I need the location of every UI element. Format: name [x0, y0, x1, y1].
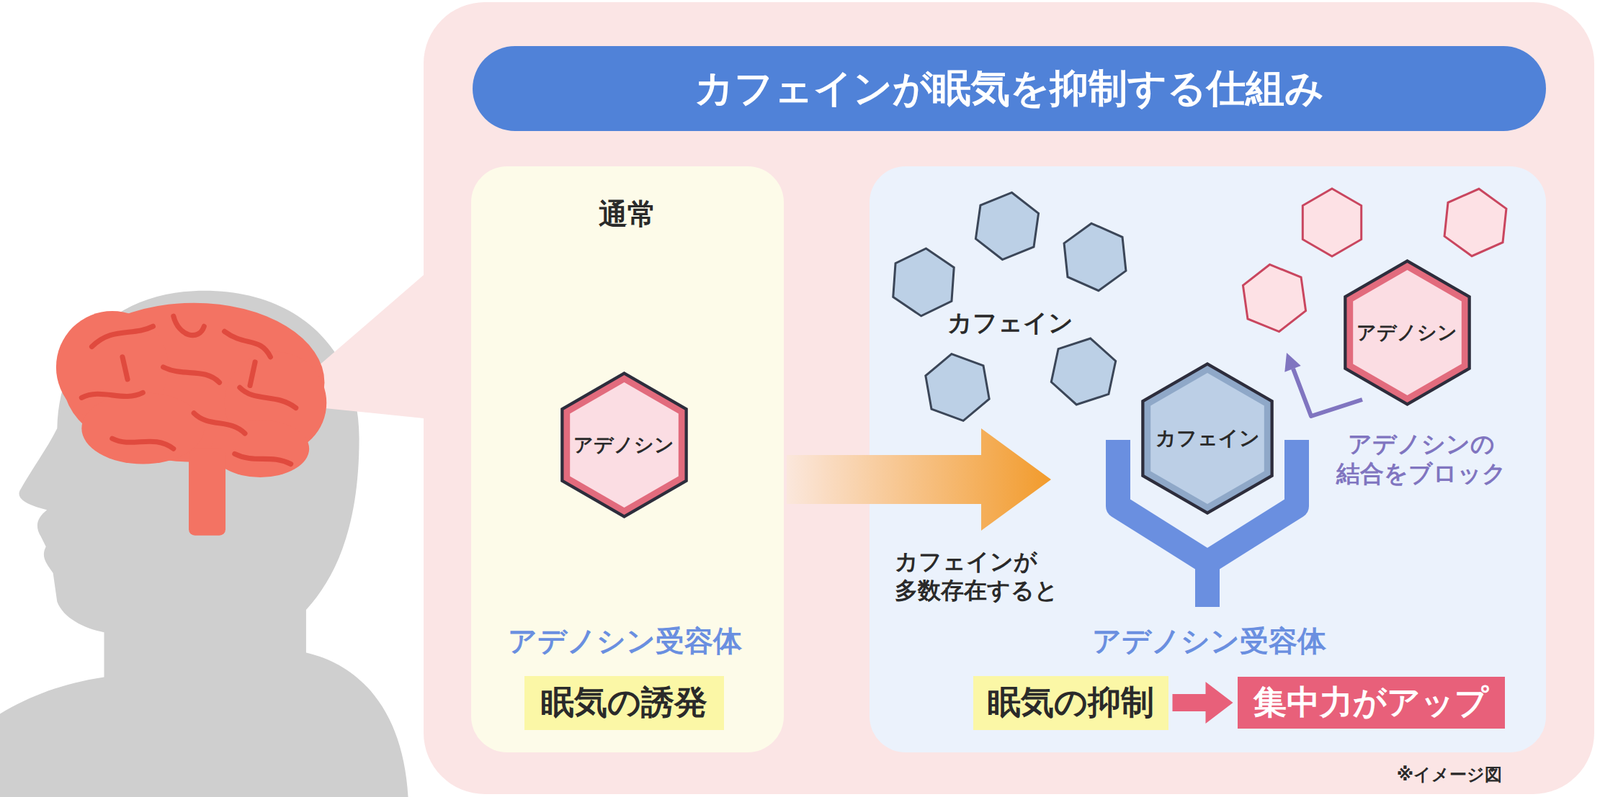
- brain: [56, 303, 327, 536]
- effect-box: 眠気の抑制: [973, 676, 1169, 731]
- adenosine-hexagon: アデノシン: [560, 371, 688, 519]
- adenosine-molecule: [1302, 188, 1361, 257]
- caffeine-molecule: [891, 246, 956, 318]
- caffeine-hexagon: カフェイン: [1141, 362, 1274, 516]
- brain: [239, 387, 297, 408]
- caffeine-molecule: [1047, 332, 1119, 412]
- brain: [163, 367, 220, 383]
- hexagon-ring: [1346, 262, 1468, 403]
- flow-arrow: [1172, 682, 1234, 724]
- node-label: カフェイン: [1155, 426, 1260, 451]
- receptor-label: アデノシン受容体: [507, 623, 743, 660]
- panel-heading: 通常: [598, 196, 657, 232]
- caffeine-molecule: [973, 188, 1041, 264]
- brain: [112, 438, 174, 449]
- brain: [81, 316, 296, 464]
- brain: [173, 316, 204, 336]
- hexagon-ring: [1144, 365, 1271, 512]
- hexagon-ring: [1352, 270, 1462, 396]
- hexagon-ring: [1141, 362, 1274, 516]
- hexagon-ring: [1343, 259, 1472, 407]
- brain: [91, 326, 153, 347]
- node-label: アデノシン: [1356, 321, 1458, 346]
- caffeine-molecule: [922, 349, 992, 427]
- brain: [224, 331, 271, 357]
- node-label: 眠気の誘発: [541, 682, 708, 723]
- molecule-label: カフェイン: [947, 307, 1074, 339]
- caffeine-molecule: [1062, 220, 1129, 294]
- title-bar: カフェインが眠気を抑制する仕組み: [472, 46, 1546, 132]
- hexagon-ring: [1150, 373, 1265, 505]
- effect-box: 眠気の誘発: [524, 676, 724, 731]
- hexagon-ring: [563, 375, 685, 516]
- result-box: 集中力がアップ: [1237, 677, 1505, 729]
- node-label: 眠気の抑制: [987, 682, 1155, 723]
- brain: [211, 420, 310, 478]
- normal-panel: アデノシン眠気の誘発 通常: [471, 166, 784, 753]
- brain: [81, 392, 143, 398]
- receptor-label: アデノシン受容体: [1092, 623, 1327, 660]
- arrow-note: カフェインが 多数存在すると: [894, 547, 1083, 606]
- brain: [81, 392, 204, 464]
- brain: [122, 357, 128, 380]
- background-panel: [423, 2, 1595, 795]
- node-label: 集中力がアップ: [1253, 682, 1489, 723]
- blocked-adenosine-arrow: [1293, 368, 1363, 417]
- transition-arrow: [786, 428, 1052, 531]
- adenosine-molecule: [1240, 260, 1309, 336]
- blocked-adenosine-arrow: [1284, 352, 1301, 373]
- diagram-title: カフェインが眠気を抑制する仕組み: [694, 65, 1325, 113]
- hexagon-ring: [560, 371, 688, 519]
- brain: [249, 362, 256, 387]
- block-note: アデノシンの 結合をブロック: [1324, 429, 1519, 490]
- node-label: アデノシン: [573, 433, 675, 458]
- image-note: ※イメージ図: [1396, 764, 1503, 786]
- adenosine-receptor: [1195, 559, 1220, 608]
- adenosine-hexagon: アデノシン: [1343, 259, 1472, 407]
- brain: [188, 448, 226, 536]
- brain: [234, 453, 292, 464]
- brain: [193, 413, 245, 434]
- hexagon-ring: [569, 382, 679, 508]
- adenosine-molecule: [1442, 185, 1509, 260]
